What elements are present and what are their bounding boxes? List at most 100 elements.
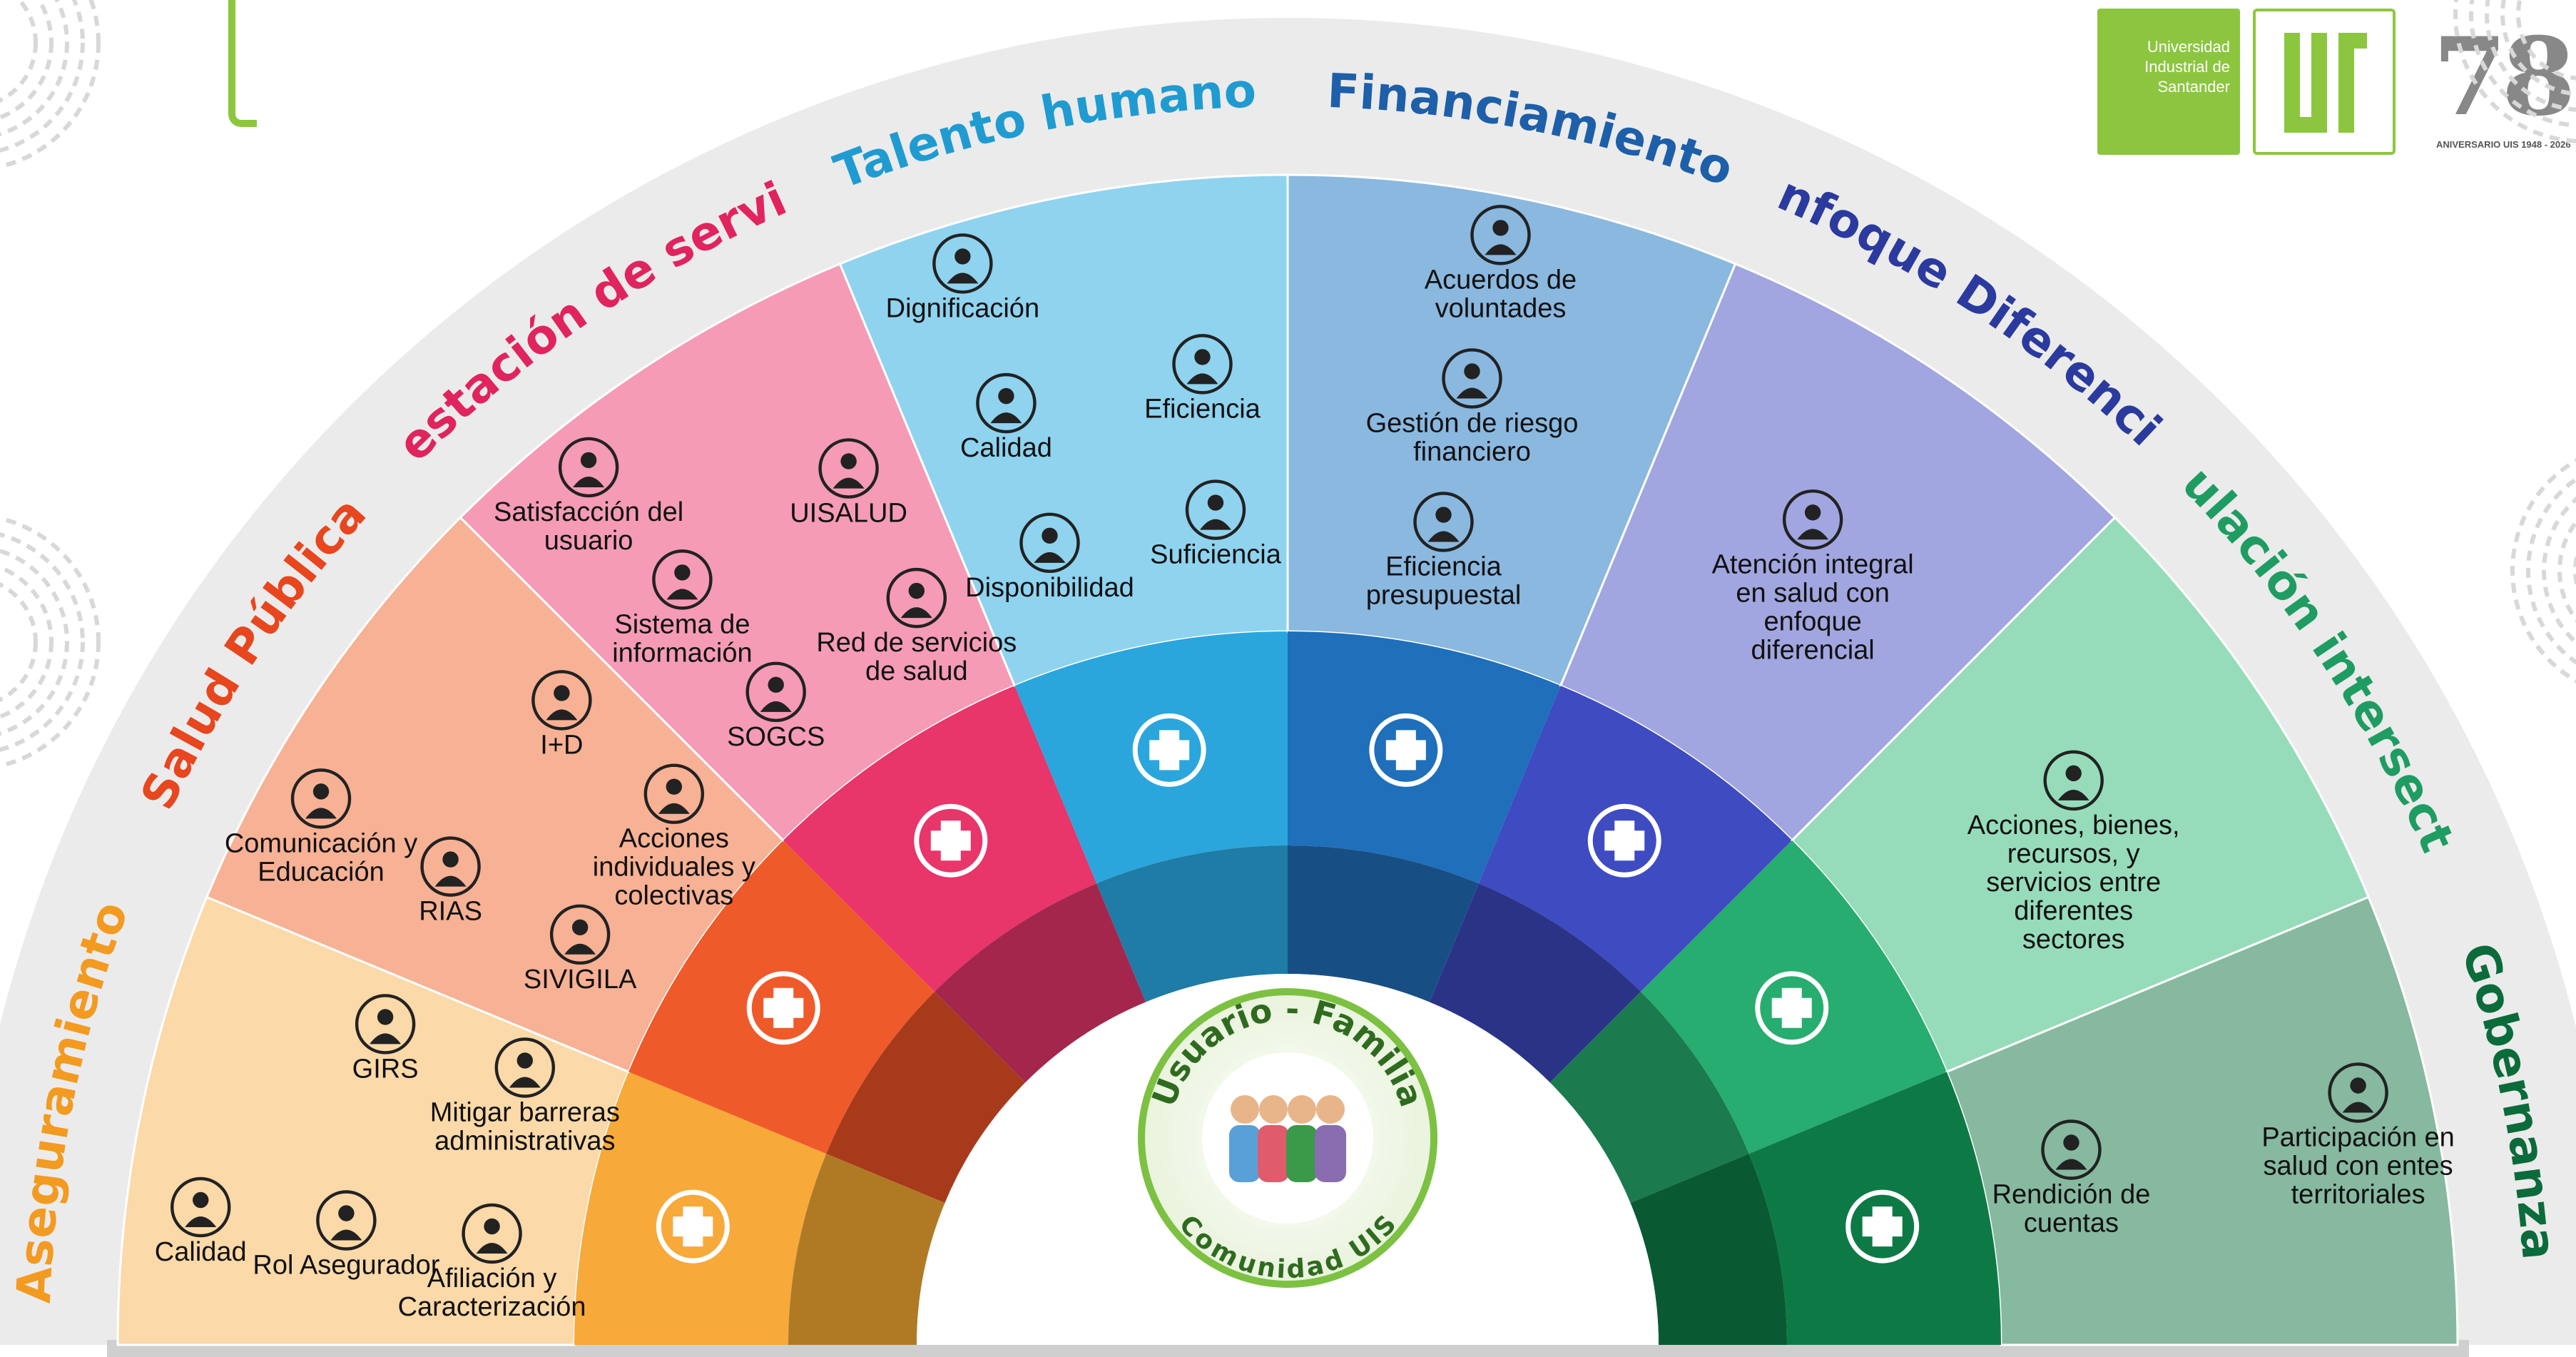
item-salud-publica: RIAS: [419, 836, 482, 927]
group-check-icon: [316, 1190, 377, 1251]
quality-seal-icon: [170, 1176, 231, 1238]
contract-icon: [1470, 205, 1531, 265]
item-label: Eficiencia: [1144, 394, 1261, 424]
anniversary-years: 1948 - 2026: [2521, 139, 2571, 150]
item-label: Suficiencia: [1150, 540, 1282, 570]
item-prestacion: UISALUD: [790, 438, 907, 529]
hospitals-icon: [886, 567, 947, 629]
item-talento: Suficiencia: [1150, 479, 1282, 570]
sectors: [116, 173, 2459, 1346]
sector-enfoque: [1429, 262, 2117, 1083]
happy-hand-icon: [558, 437, 619, 498]
item-label: I+D: [540, 730, 583, 760]
bulb-gear-icon: [531, 670, 592, 731]
raised-hands-icon: [1846, 1189, 1920, 1264]
document-shield-icon: [745, 661, 806, 723]
swirl-ring: [0, 516, 101, 768]
item-prestacion: SOGCS: [727, 661, 825, 752]
budget-calc-icon: [1413, 492, 1474, 552]
money-coins-icon: [1369, 713, 1443, 787]
anniversary-caption: ANIVERSARIO UIS 1948 - 2026: [2436, 139, 2571, 150]
handshake-gear-icon: [2328, 1062, 2388, 1123]
swirl-ring: [0, 549, 69, 736]
sector-inner-ring: [935, 883, 1146, 1083]
decorative-swirls: [0, 0, 2576, 768]
item-talento: Dignificación: [886, 233, 1039, 323]
item-label: UISALUD: [790, 499, 907, 529]
grey-arc-band: [0, 18, 2576, 1345]
connected-people-icon: [1755, 971, 1829, 1045]
item-aseguramiento: GIRS: [352, 994, 419, 1084]
money-bag-warning-icon: [1442, 348, 1502, 409]
doctor-icon: [1132, 713, 1206, 787]
sector-inner-ring: [826, 992, 1026, 1204]
swirl-ring: [2516, 0, 2576, 81]
sector-prestacion: [459, 262, 1146, 1083]
swirl-ring: [0, 0, 101, 169]
sector-talento: [838, 173, 1289, 1002]
family-icon: [462, 1203, 522, 1264]
item-salud-publica: I+D: [531, 670, 592, 760]
uis-mark-logo: [2253, 9, 2396, 155]
item-talento: Disponibilidad: [965, 512, 1134, 603]
item-label: Calidad: [960, 433, 1052, 463]
clock-person-icon: [1172, 334, 1233, 395]
shield-plus-icon: [656, 1189, 730, 1264]
atom-people-icon: [746, 971, 820, 1045]
megaphone-icon: [290, 768, 352, 829]
swirl-ring: [0, 0, 38, 103]
worker-check-icon: [976, 372, 1037, 434]
sector-inner-ring: [788, 1154, 945, 1345]
presenter-icon: [2041, 1119, 2102, 1180]
swirl-ring: [0, 565, 54, 719]
people-routes-icon: [420, 836, 481, 897]
corner-bracket: [228, 0, 257, 127]
swirl-ring: [2526, 477, 2576, 665]
sector-inner-ring: [1096, 845, 1288, 1002]
hospital-icon: [914, 803, 988, 878]
item-label: GIRS: [352, 1054, 419, 1084]
swirl-ring: [0, 532, 85, 752]
item-talento: Eficiencia: [1144, 334, 1261, 424]
network-nodes-icon: [1587, 803, 1661, 878]
sector-salud-publica: [205, 516, 1026, 1204]
question-screen-icon: [494, 1037, 556, 1098]
item-label: Rol Asegurador: [253, 1250, 439, 1280]
university-line-2: Industrial de: [2144, 58, 2230, 76]
sector-inner-ring: [1549, 992, 1749, 1204]
celebrate-icon: [932, 233, 993, 294]
staff-group-icon: [1019, 512, 1080, 574]
item-salud-publica: SIVIGILA: [524, 904, 637, 995]
item-talento: Calidad: [960, 372, 1052, 463]
item-aseguramiento: Calidad: [155, 1176, 247, 1267]
university-line-3: Santander: [2157, 78, 2230, 96]
diverse-people-icon: [1782, 489, 1843, 550]
sector-gobernanza: [1630, 895, 2459, 1346]
eye-logo-icon: [549, 904, 611, 965]
sector-inner-ring: [1288, 845, 1479, 1002]
